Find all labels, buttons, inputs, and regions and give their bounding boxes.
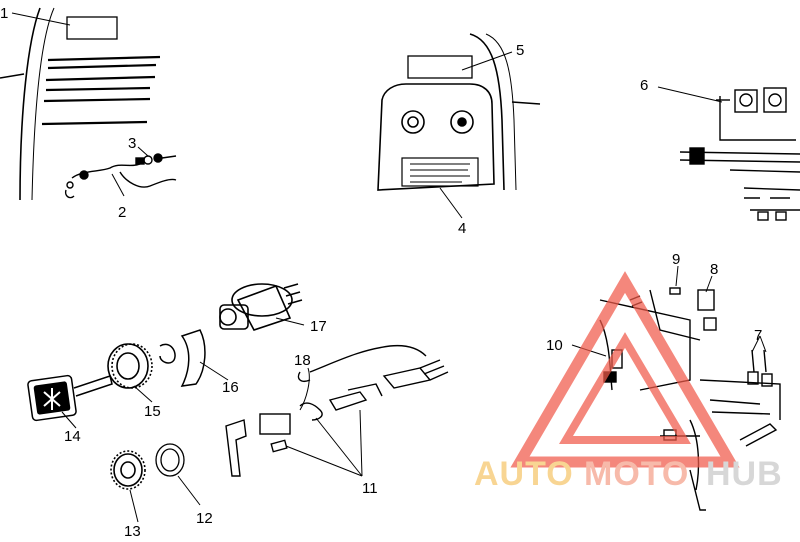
dash-label-text-lines bbox=[410, 163, 470, 183]
bezel-ring-part-15 bbox=[107, 343, 153, 389]
callout-3: 3 bbox=[128, 135, 136, 152]
automotohub-watermark: AUTO MOTO HUB bbox=[474, 271, 783, 493]
switch-assembly-part-18 bbox=[225, 344, 449, 477]
watermark-hub: HUB bbox=[706, 455, 783, 493]
callout-15: 15 bbox=[144, 403, 161, 420]
callout-10: 10 bbox=[546, 337, 563, 354]
leader-line-6 bbox=[657, 86, 723, 103]
callout-5: 5 bbox=[516, 42, 524, 59]
hood-decal-panel bbox=[0, 7, 161, 201]
connector-part-3 bbox=[143, 153, 177, 165]
callout-18: 18 bbox=[294, 352, 311, 369]
washer-part-12 bbox=[155, 443, 185, 477]
callout-13: 13 bbox=[124, 523, 141, 537]
callout-16: 16 bbox=[222, 379, 239, 396]
callout-6: 6 bbox=[640, 77, 648, 94]
callout-4: 4 bbox=[458, 220, 466, 237]
watermark-triangle-logo bbox=[510, 271, 740, 468]
watermark-moto: MOTO bbox=[584, 455, 689, 493]
callout-7: 7 bbox=[754, 327, 762, 344]
callout-1: 1 bbox=[0, 5, 8, 22]
callout-14: 14 bbox=[64, 428, 81, 445]
callout-labels: 1 2 3 4 5 6 7 8 9 10 11 12 13 14 15 16 1… bbox=[0, 5, 762, 540]
bracket-part-16 bbox=[159, 329, 206, 387]
key-part-14 bbox=[27, 374, 113, 422]
lock-nut-part-13 bbox=[110, 450, 146, 490]
gauge-cluster-assembly bbox=[679, 87, 800, 221]
callout-11: 11 bbox=[362, 480, 378, 497]
decal-stripes bbox=[41, 55, 161, 126]
watermark-auto: AUTO bbox=[474, 455, 574, 493]
leader-lines-1-3 bbox=[11, 12, 149, 197]
leader-lines-7-10 bbox=[571, 265, 767, 357]
leader-lines-4-5 bbox=[439, 51, 513, 219]
callout-9: 9 bbox=[672, 251, 680, 268]
leader-lines-11-18 bbox=[61, 317, 363, 523]
wire-harness-part-2 bbox=[64, 157, 177, 199]
callout-17: 17 bbox=[310, 318, 327, 335]
callout-12: 12 bbox=[196, 510, 213, 527]
callout-8: 8 bbox=[710, 261, 718, 278]
ignition-switch-part-17 bbox=[219, 283, 303, 331]
callout-2: 2 bbox=[118, 204, 126, 221]
dash-panel bbox=[377, 33, 541, 191]
